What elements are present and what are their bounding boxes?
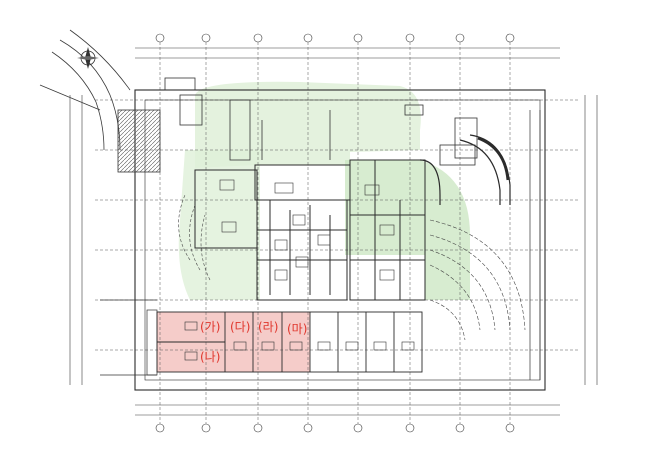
site-boundary — [134, 89, 546, 391]
upper-structures — [164, 77, 478, 166]
grid-axis-markers-top — [155, 33, 515, 43]
ramp-hatch — [477, 136, 510, 181]
lower-left-strip — [100, 299, 158, 376]
unit-boxes — [184, 321, 415, 361]
green-zone-right — [345, 160, 470, 300]
core-rooms — [219, 179, 395, 281]
unit-label-ga: (가) — [200, 320, 221, 334]
road-curves — [39, 29, 131, 151]
stair-block — [117, 109, 161, 173]
grid-axis-markers-bottom — [155, 423, 515, 433]
unit-label-ma: (마) — [287, 322, 308, 336]
left-arcs — [178, 194, 211, 281]
grid-lines-vertical — [159, 42, 511, 424]
north-arrow-icon — [77, 47, 99, 69]
landscape-arcs — [429, 219, 526, 341]
green-zone-left — [178, 150, 260, 300]
unit-label-na: (나) — [200, 350, 221, 364]
unit-label-da: (다) — [230, 320, 251, 334]
unit-label-ra: (라) — [258, 320, 279, 334]
core-building — [194, 159, 426, 301]
right-walls — [529, 110, 541, 380]
